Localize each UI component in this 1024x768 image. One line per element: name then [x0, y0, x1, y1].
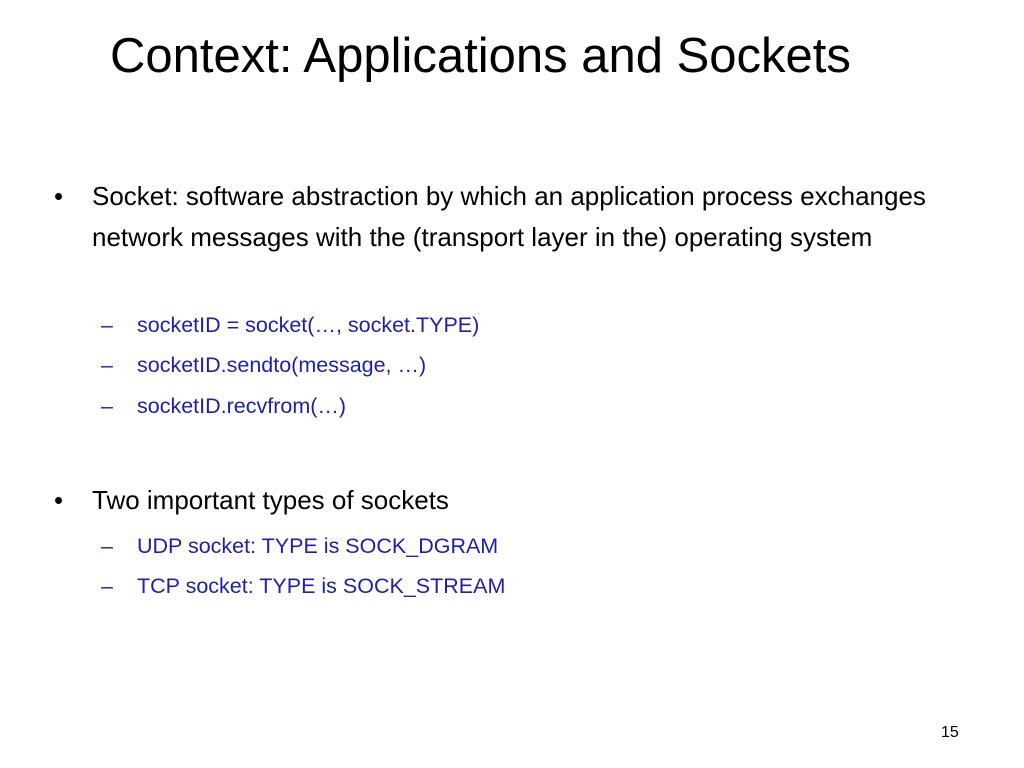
sub-bullet-item: –socketID.recvfrom(…)	[101, 392, 346, 420]
sub-bullet-text: UDP socket: TYPE is SOCK_DGRAM	[137, 534, 499, 558]
slide-title: Context: Applications and Sockets	[110, 29, 851, 83]
sub-bullet-text: TCP socket: TYPE is SOCK_STREAM	[137, 574, 506, 598]
sub-bullet-item: –TCP socket: TYPE is SOCK_STREAM	[101, 572, 505, 600]
sub-bullet-marker: –	[101, 394, 113, 418]
sub-bullet-marker: –	[101, 574, 113, 598]
sub-bullet-text: socketID.recvfrom(…)	[137, 394, 347, 418]
sub-bullet-text: socketID = socket(…, socket.TYPE)	[137, 313, 480, 337]
bullet-text: Socket: software abstraction by which an…	[92, 181, 926, 252]
sub-bullet-marker: –	[101, 313, 113, 337]
sub-bullet-text: socketID.sendto(message, …)	[137, 353, 427, 377]
sub-bullet-marker: –	[101, 353, 113, 377]
sub-bullet-item: –socketID.sendto(message, …)	[101, 351, 426, 379]
sub-bullet-item: –UDP socket: TYPE is SOCK_DGRAM	[101, 532, 498, 560]
slide-number: 15	[941, 724, 959, 741]
sub-bullet-item: –socketID = socket(…, socket.TYPE)	[101, 311, 479, 339]
bullet-marker: •	[54, 485, 64, 515]
sub-bullet-marker: –	[101, 534, 113, 558]
bullet-text: Two important types of sockets	[92, 485, 449, 515]
bullet-marker: •	[54, 181, 64, 211]
